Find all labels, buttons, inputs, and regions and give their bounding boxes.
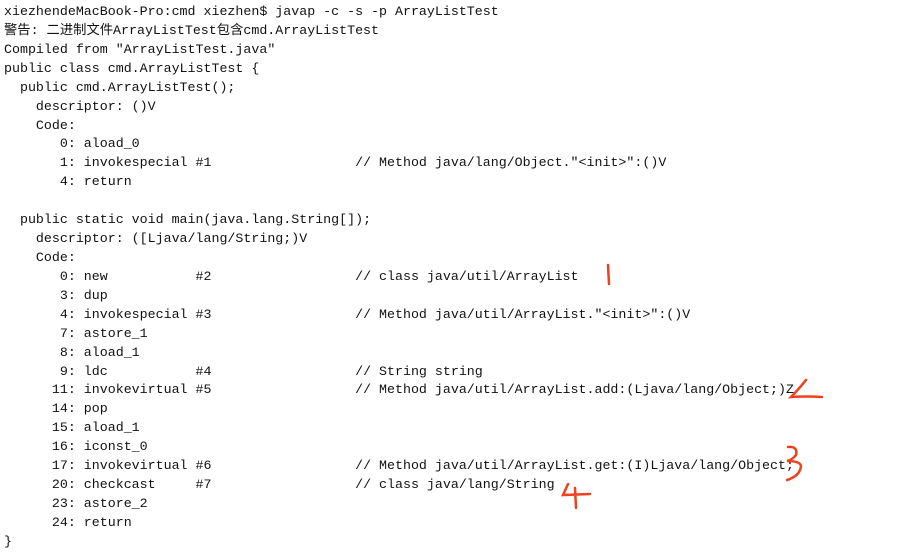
terminal-line: 8: aload_1	[4, 344, 140, 360]
terminal-line: Compiled from "ArrayListTest.java"	[4, 41, 276, 57]
terminal-line: 17: invokevirtual #6 // Method java/util…	[4, 458, 794, 474]
terminal-line: public class cmd.ArrayListTest {	[4, 60, 260, 76]
terminal-line: 0: new #2 // class java/util/ArrayList	[4, 268, 579, 284]
annotation-mark-2	[787, 378, 824, 399]
terminal-line: Code:	[4, 117, 76, 133]
terminal-line: 1: invokespecial #1 // Method java/lang/…	[4, 155, 667, 171]
terminal-line: 4: invokespecial #3 // Method java/util/…	[4, 306, 691, 322]
terminal-line: 23: astore_2	[4, 495, 148, 511]
terminal-line: Code:	[4, 249, 76, 265]
terminal-line: 3: dup	[4, 287, 108, 303]
terminal-line: 15: aload_1	[4, 420, 140, 436]
terminal-line: 11: invokevirtual #5 // Method java/util…	[4, 382, 794, 398]
terminal-line: 4: return	[4, 174, 132, 190]
terminal-line: 20: checkcast #7 // class java/lang/Stri…	[4, 477, 555, 493]
terminal-line: 警告: 二进制文件ArrayListTest包含cmd.ArrayListTes…	[4, 22, 380, 38]
terminal-line	[4, 192, 794, 211]
terminal-line: xiezhendeMacBook-Pro:cmd xiezhen$ javap …	[4, 4, 499, 19]
terminal-line: public static void main(java.lang.String…	[4, 212, 372, 228]
terminal-line: public cmd.ArrayListTest();	[4, 79, 236, 95]
terminal-output: xiezhendeMacBook-Pro:cmd xiezhen$ javap …	[4, 3, 794, 552]
terminal-line: descriptor: ([Ljava/lang/String;)V	[4, 231, 308, 247]
terminal-line: 16: iconst_0	[4, 439, 148, 455]
terminal-line: 0: aload_0	[4, 136, 140, 152]
terminal-line: 14: pop	[4, 401, 108, 417]
terminal-line: 7: astore_1	[4, 325, 148, 341]
terminal-line: }	[4, 533, 12, 549]
terminal-line: descriptor: ()V	[4, 98, 156, 114]
terminal-line: 9: ldc #4 // String string	[4, 363, 483, 379]
terminal-line: 24: return	[4, 514, 132, 530]
